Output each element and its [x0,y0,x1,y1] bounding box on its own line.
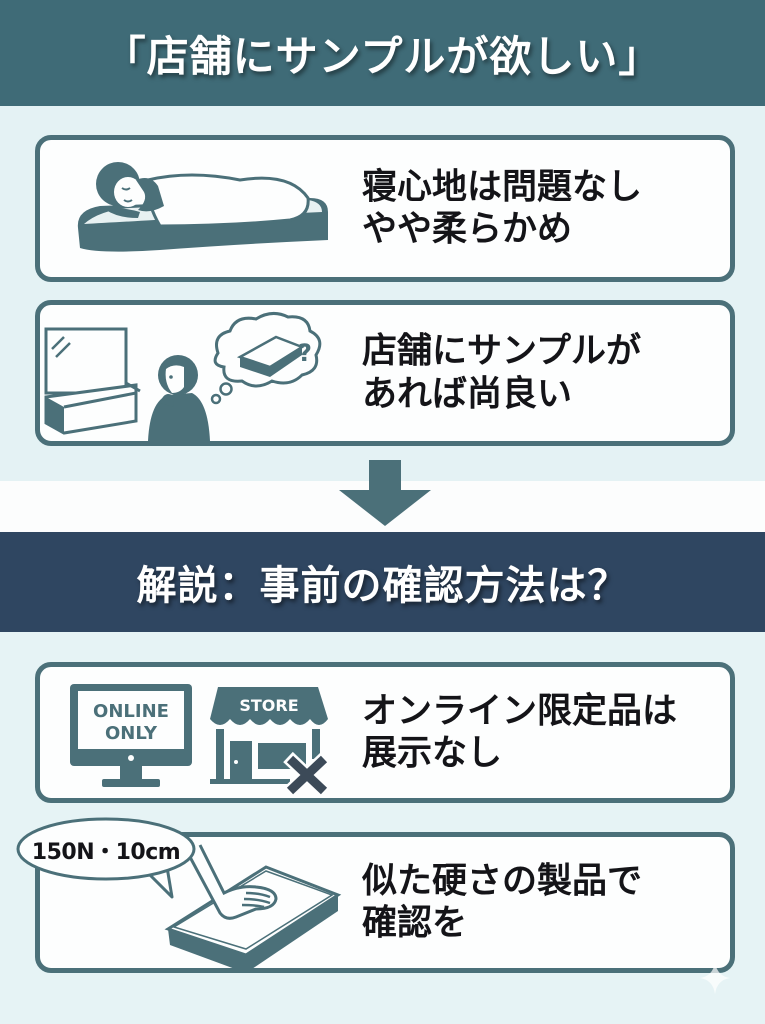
sleeping-person-on-mattress-icon [77,162,328,252]
person-thinking-at-showroom-icon: ? [44,312,322,441]
review-card-comfort: 寝心地は問題なし やや柔らかめ [35,135,735,282]
arrow-down-icon [339,460,431,526]
firmness-spec-label: 150N・10cm [31,840,181,865]
page-title: 「店舗にサンプルが欲しい」 [103,31,662,81]
section-header-banner: 解説：事前の確認方法は？ [0,532,765,632]
explanation-card-online-only: ONLINE ONLY STORE [35,662,735,803]
explanation-text: オンライン限定品は 展示なし [362,690,678,774]
explanation-text: 似た硬さの製品で 確認を [362,860,643,944]
sparkle-icon [700,962,730,994]
svg-text:?: ? [298,339,312,367]
monitor-icon: ONLINE ONLY [70,684,192,787]
review-card-sample-request: ? 店舗にサンプルが あれば尚良い [35,300,735,446]
header-banner: 「店舗にサンプルが欲しい」 [0,0,765,106]
svg-text:ONLY: ONLY [105,723,158,744]
unavailable-x-icon [283,751,331,799]
review-text: 店舗にサンプルが あれば尚良い [362,331,641,414]
online-only-store-unavailable-icon: ONLINE ONLY STORE [70,684,331,799]
section-title: 解説：事前の確認方法は？ [136,563,629,609]
hand-pressing-mattress-icon [164,844,342,973]
store-icon: STORE [210,687,328,784]
svg-text:ONLINE: ONLINE [93,701,169,722]
svg-text:STORE: STORE [239,696,298,715]
speech-bubble [16,817,196,899]
review-text: 寝心地は問題なし やや柔らかめ [362,166,643,250]
